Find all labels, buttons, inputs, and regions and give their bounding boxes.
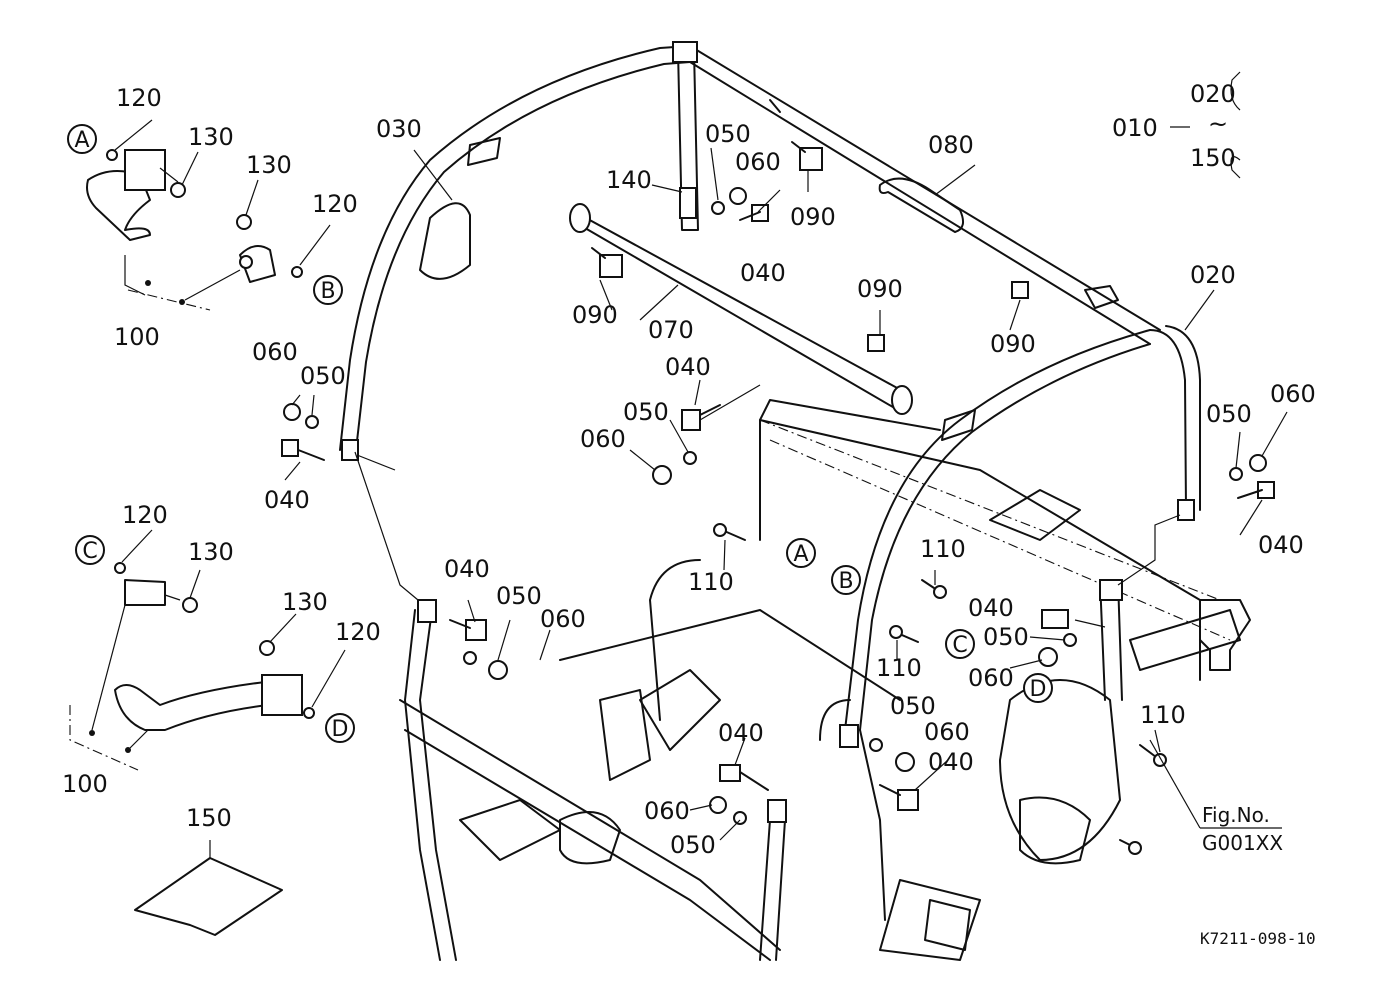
callout-050: 050 (705, 120, 751, 148)
callout-050: 050 (890, 692, 936, 720)
callout-090: 090 (572, 301, 618, 329)
callout-150: 150 (186, 804, 232, 832)
drawing-code: K7211-098-10 (1200, 929, 1316, 948)
callout-020: 020 (1190, 261, 1236, 289)
callout-050: 050 (1206, 400, 1252, 428)
callout-090: 090 (857, 275, 903, 303)
callout-040: 040 (264, 486, 310, 514)
ref-c-frame: C (945, 629, 975, 659)
fig-label: Fig.No. (1202, 803, 1270, 827)
seat-belt-lower (69, 562, 315, 771)
seat-belt-upper (86, 149, 303, 311)
svg-text:A: A (793, 542, 808, 567)
callout-060: 060 (540, 605, 586, 633)
svg-text:D: D (332, 717, 349, 742)
center-post-140 (672, 41, 699, 231)
ref-c-left: C (75, 535, 105, 565)
callout-130: 130 (188, 538, 234, 566)
fig-number: G001XX (1202, 831, 1283, 855)
svg-text:B: B (320, 279, 335, 304)
callout-labels: 010 020 ~ 150 120 130 130 120 100 030 14… (62, 80, 1316, 859)
callout-130: 130 (188, 123, 234, 151)
callout-100: 100 (114, 323, 160, 351)
callout-080: 080 (928, 131, 974, 159)
callout-060: 060 (968, 664, 1014, 692)
ref-d-frame: D (1023, 673, 1053, 703)
callout-040: 040 (740, 259, 786, 287)
callout-120: 120 (312, 190, 358, 218)
callout-050: 050 (983, 623, 1029, 651)
svg-text:D: D (1030, 677, 1047, 702)
callout-050: 050 (670, 831, 716, 859)
ref-b-top: B (313, 275, 343, 305)
svg-text:B: B (838, 569, 853, 594)
callout-120: 120 (122, 501, 168, 529)
callout-100: 100 (62, 770, 108, 798)
callout-tilde: ~ (1208, 110, 1228, 138)
callout-110: 110 (1140, 701, 1186, 729)
callout-120: 120 (335, 618, 381, 646)
callout-060: 060 (924, 718, 970, 746)
callout-050: 050 (496, 582, 542, 610)
callout-070: 070 (648, 316, 694, 344)
callout-110: 110 (920, 535, 966, 563)
callout-060: 060 (580, 425, 626, 453)
callout-130: 130 (282, 588, 328, 616)
cross-bar-070 (569, 203, 913, 415)
callout-120: 120 (116, 84, 162, 112)
ref-d-left: D (325, 713, 355, 743)
svg-text:C: C (952, 633, 967, 658)
callout-060: 060 (252, 338, 298, 366)
callout-060: 060 (735, 148, 781, 176)
callout-040: 040 (928, 748, 974, 776)
callout-090: 090 (990, 330, 1036, 358)
rops-rear-arch-020 (839, 325, 1201, 748)
lower-chassis (399, 399, 1251, 961)
fastener-group (281, 141, 1275, 825)
callout-050: 050 (623, 398, 669, 426)
callout-040: 040 (718, 719, 764, 747)
callout-030: 030 (376, 115, 422, 143)
callout-040: 040 (1258, 531, 1304, 559)
ref-a-top: A (67, 124, 97, 154)
callout-110: 110 (688, 568, 734, 596)
rops-upper-rail-080 (689, 45, 1161, 345)
callout-050: 050 (300, 362, 346, 390)
callout-140: 140 (606, 166, 652, 194)
ref-b-frame: B (831, 565, 861, 595)
callout-040: 040 (968, 594, 1014, 622)
callout-020-range-start: 020 (1190, 80, 1236, 108)
callout-090: 090 (790, 203, 836, 231)
ref-a-frame: A (786, 538, 816, 568)
callout-010: 010 (1112, 114, 1158, 142)
callout-150-range-end: 150 (1190, 144, 1236, 172)
rops-front-arch-030 (339, 45, 691, 461)
callout-060: 060 (1270, 380, 1316, 408)
callout-130: 130 (246, 151, 292, 179)
callout-110: 110 (876, 654, 922, 682)
callout-040: 040 (444, 555, 490, 583)
svg-text:C: C (82, 539, 97, 564)
callout-060: 060 (644, 797, 690, 825)
svg-text:A: A (74, 128, 89, 153)
callout-040: 040 (665, 353, 711, 381)
leader-lines (114, 71, 1288, 936)
figure-id: Fig.No. G001XX K7211-098-10 (1200, 803, 1316, 948)
